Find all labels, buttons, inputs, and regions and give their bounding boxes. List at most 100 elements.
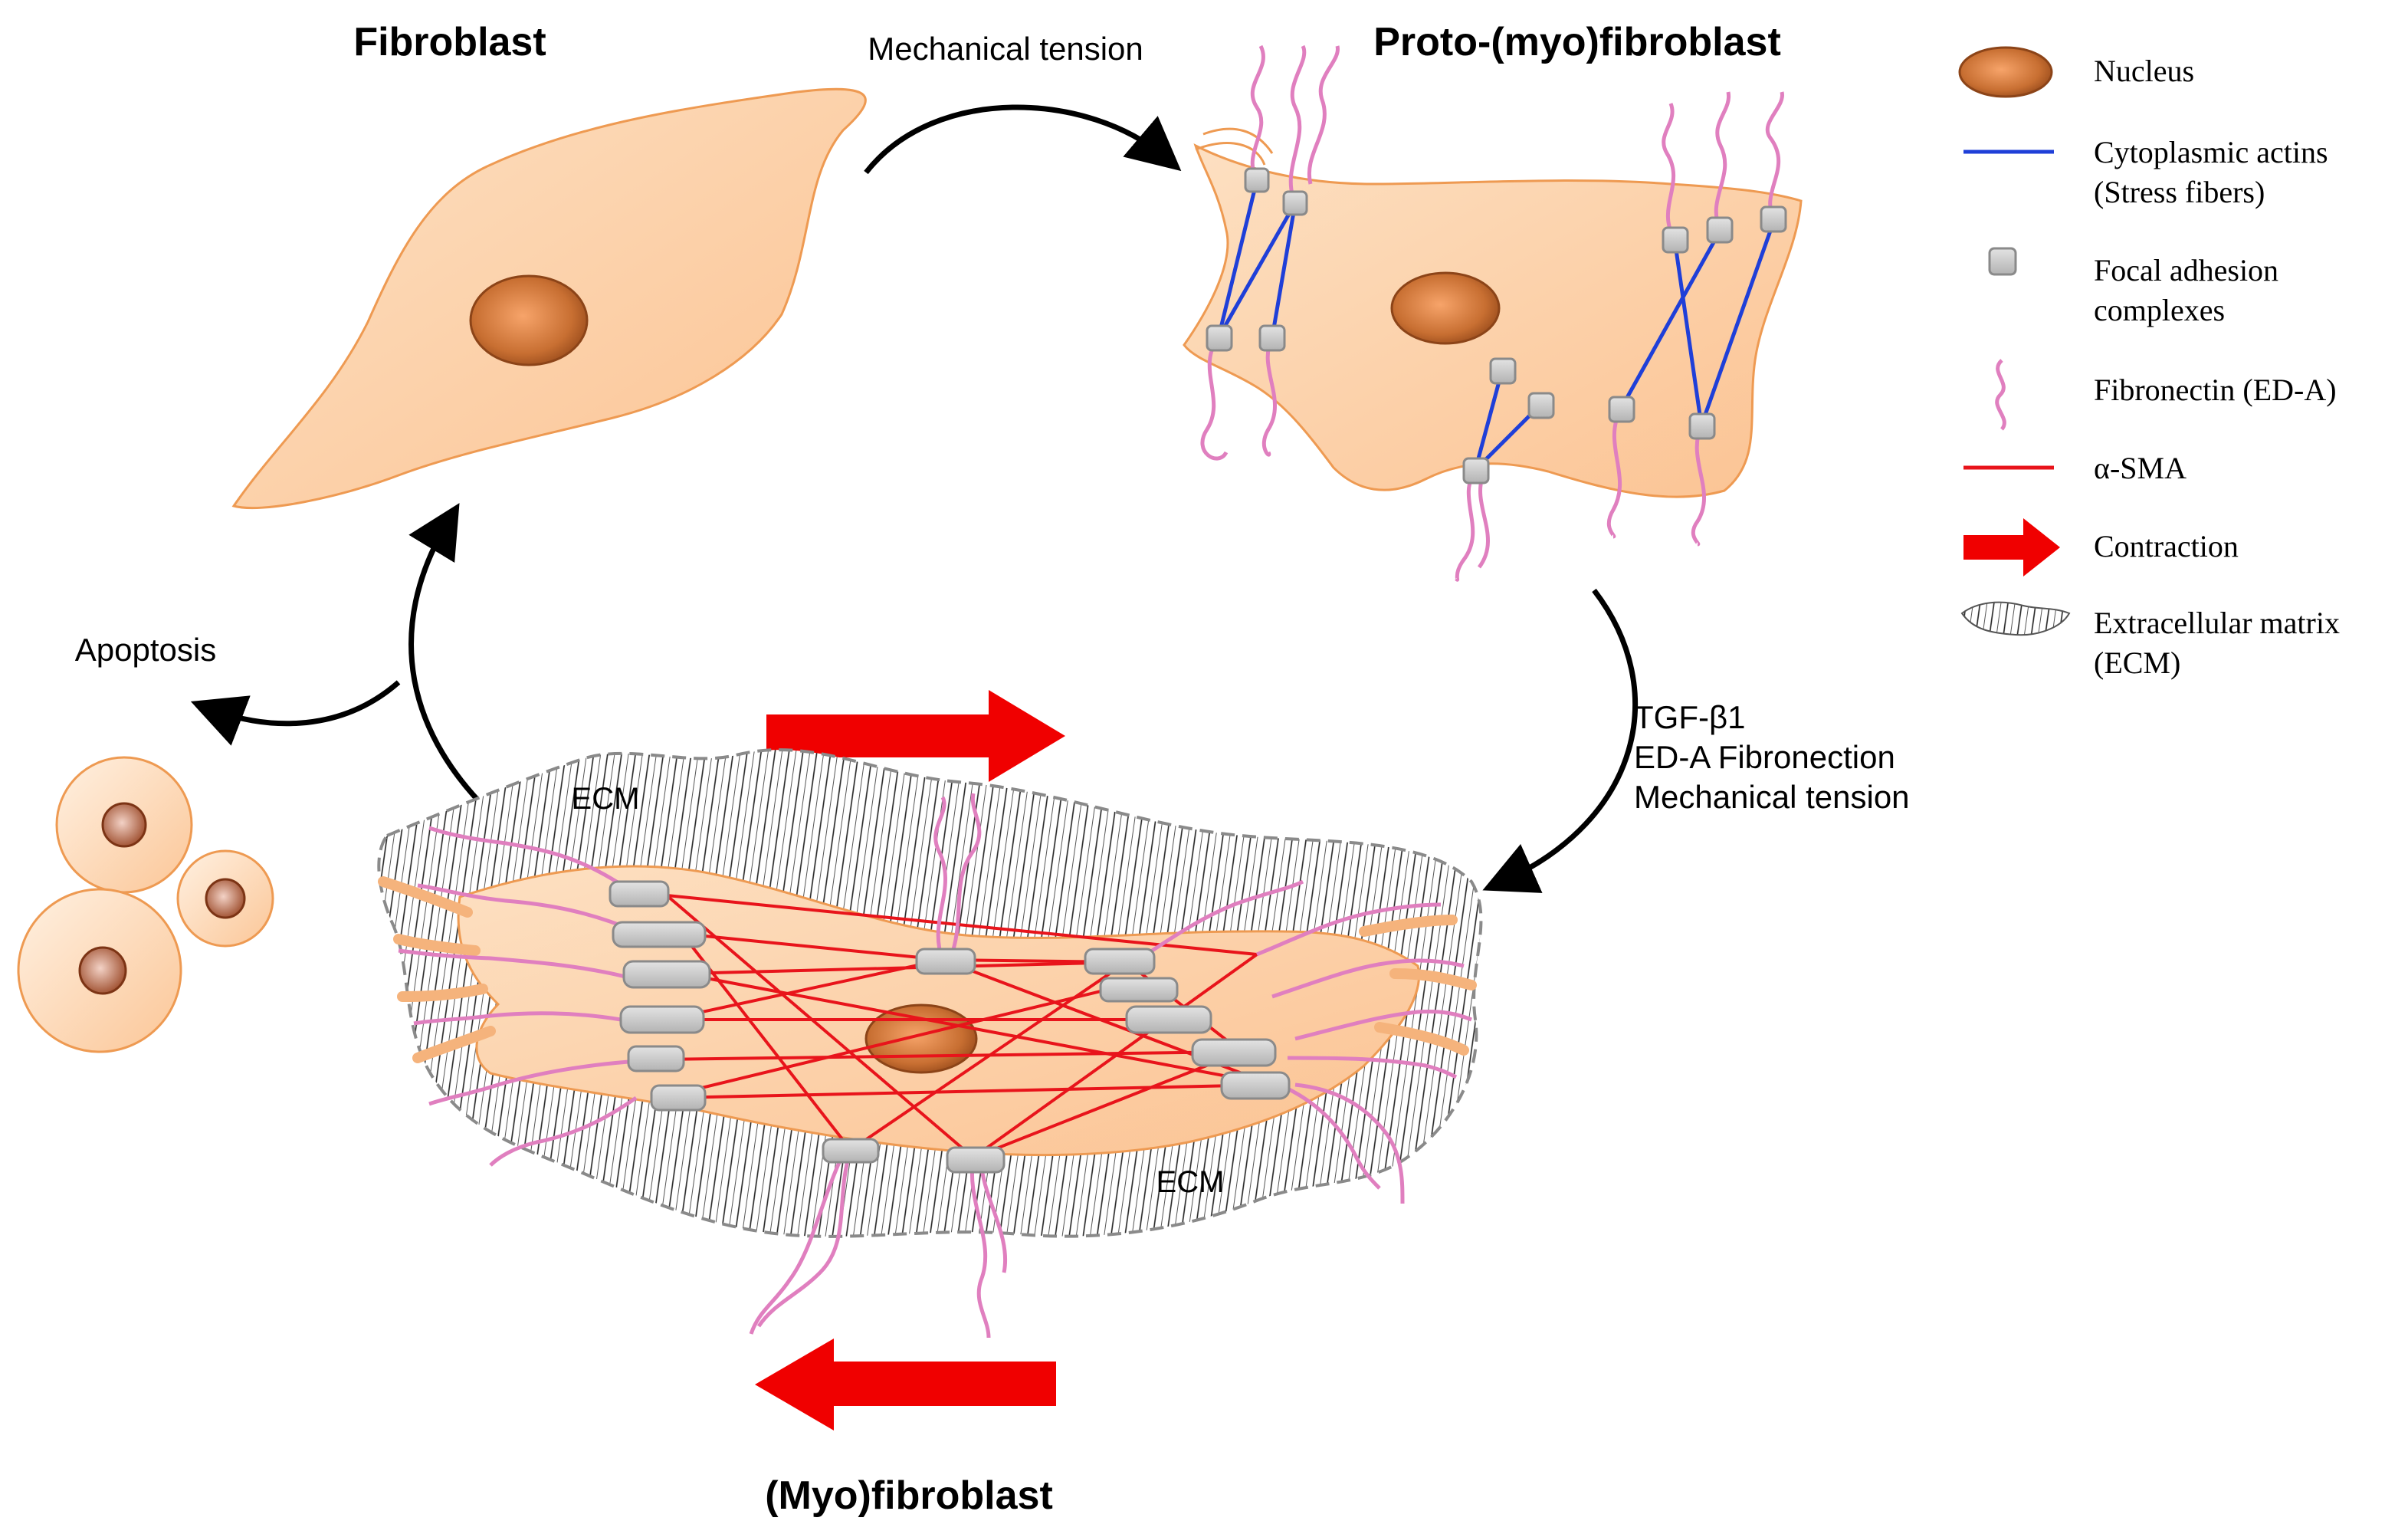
fibronectin-strand: [1200, 336, 1229, 461]
focal-adhesion: [1206, 324, 1233, 352]
apoptotic-cell: [176, 849, 274, 948]
focal-adhesion: [1244, 167, 1270, 193]
apoptotic-cell: [17, 888, 182, 1053]
apoptotic-cell: [55, 756, 193, 894]
fibronectin-strand: [1307, 45, 1340, 185]
focal-adhesion: [1099, 977, 1179, 1003]
proto-myofibroblast-cell: [1183, 44, 1803, 582]
arrow-to-myo: [1482, 588, 1638, 893]
legend-item-contraction: Contraction: [1963, 518, 2239, 576]
legend-label-fibronectin: Fibronectin (ED-A): [2094, 373, 2337, 407]
legend-item-focal: Focal adhesion complexes: [1988, 247, 2278, 327]
focal-adhesion: [1760, 205, 1787, 233]
fibronectin-strand: [1288, 44, 1307, 205]
proto-fibronectin: [1200, 44, 1784, 582]
focal-adhesion: [1527, 392, 1555, 419]
stress-fiber: [1672, 238, 1704, 426]
focal-adhesion: [622, 960, 711, 989]
focal-adhesion: [627, 1045, 685, 1072]
stimuli-label: TGF-β1 ED-A Fibronection Mechanical tens…: [1634, 699, 1910, 815]
myofibroblast-cell: ECM ECM: [377, 748, 1483, 1339]
fibronectin-strand: [1455, 468, 1478, 582]
contraction-arrow-icon: [1963, 518, 2060, 576]
focal-adhesion: [1662, 226, 1689, 254]
stress-fiber: [1699, 219, 1776, 426]
focal-adhesion: [1084, 948, 1156, 975]
legend-item-nucleus: Nucleus: [1958, 46, 2194, 98]
focal-adhesion: [1191, 1038, 1277, 1067]
focal-adhesion: [822, 1138, 880, 1164]
legend-item-actins: Cytoplasmic actins (Stress fibers): [1963, 135, 2328, 209]
proto-lamellipodium: [1202, 127, 1274, 154]
apoptotic-nucleus: [205, 878, 246, 919]
legend-label-contraction: Contraction: [2094, 529, 2239, 563]
stress-fiber: [1619, 228, 1723, 410]
arrow-to-fibroblast: [408, 503, 500, 823]
ecm-icon: [1960, 601, 2071, 636]
focal-adhesion: [650, 1084, 707, 1112]
legend-label-focal-1: Focal adhesion: [2094, 253, 2278, 287]
myo-focal-adhesions: [609, 880, 1291, 1174]
stress-fiber: [1216, 202, 1297, 339]
focal-adhesion: [1220, 1071, 1291, 1100]
legend-item-fibronectin: Fibronectin (ED-A): [1995, 359, 2337, 431]
fibroblast-cell: [231, 87, 867, 510]
focal-adhesion: [1282, 190, 1308, 216]
fibronectin-strand: [1714, 91, 1731, 232]
stress-fiber: [1216, 179, 1259, 338]
focal-adhesion: [609, 880, 670, 908]
focal-adhesion-icon: [1988, 247, 2017, 276]
legend-label-nucleus: Nucleus: [2094, 54, 2194, 88]
legend-label-ecm-1: Extracellular matrix: [2094, 606, 2340, 640]
focal-adhesion: [1258, 324, 1286, 352]
proto-focal-adhesions: [1206, 167, 1787, 485]
mechanical-tension-label: Mechanical tension: [868, 31, 1143, 67]
focal-adhesion: [1489, 357, 1517, 385]
apoptotic-cells: [17, 756, 274, 1053]
stress-fiber: [1473, 370, 1504, 471]
contraction-arrow-right: [766, 690, 1065, 782]
arrow-to-proto: [864, 104, 1182, 175]
legend-label-ecm-2: (ECM): [2094, 645, 2180, 680]
focal-adhesion: [1125, 1005, 1212, 1034]
focal-adhesion: [946, 1146, 1006, 1174]
proto-lamellipodium-2: [1195, 142, 1266, 166]
fibronectin-strand: [1691, 424, 1706, 547]
fibronectin-strand: [1606, 407, 1623, 539]
ecm-label-bottom: ECM: [1156, 1165, 1225, 1199]
legend-item-sma: α-SMA: [1963, 451, 2187, 485]
stimulus-tgf: TGF-β1: [1634, 699, 1745, 735]
proto-myofibroblast-title: Proto-(myo)fibroblast: [1373, 20, 1781, 64]
fibronectin-icon: [1995, 359, 2006, 431]
focal-adhesion: [1706, 216, 1734, 244]
legend-label-actins-2: (Stress fibers): [2094, 175, 2265, 209]
myo-filopodia: [378, 876, 1477, 1063]
proto-nucleus: [1390, 271, 1501, 345]
stimulus-mechanical: Mechanical tension: [1634, 779, 1910, 815]
focal-adhesion: [1462, 457, 1490, 485]
legend: Nucleus Cytoplasmic actins (Stress fiber…: [1958, 46, 2340, 680]
ecm-label-top: ECM: [572, 782, 640, 816]
focal-adhesion: [915, 948, 976, 975]
fibronectin-strand: [1662, 103, 1677, 241]
apoptotic-nucleus: [78, 946, 127, 995]
myofibroblast-title: (Myo)fibroblast: [765, 1473, 1053, 1518]
arrow-to-apoptosis: [190, 680, 401, 746]
focal-adhesion: [1688, 412, 1716, 440]
stimulus-eda: ED-A Fibronection: [1634, 739, 1895, 775]
fibroblast-title: Fibroblast: [353, 20, 546, 64]
legend-item-ecm: Extracellular matrix (ECM): [1960, 601, 2340, 680]
myo-fibronectin: [398, 793, 1472, 1339]
focal-adhesion: [1608, 396, 1635, 423]
legend-label-actins-1: Cytoplasmic actins: [2094, 135, 2328, 169]
apoptosis-label: Apoptosis: [75, 632, 216, 668]
fibronectin-strand: [1250, 44, 1265, 182]
fibroblast-nucleus: [469, 274, 589, 366]
focal-adhesion: [619, 1005, 705, 1034]
fibronectin-strand: [1261, 336, 1277, 457]
contraction-arrow-left: [755, 1339, 1056, 1431]
fibronectin-strand: [1765, 91, 1784, 222]
apoptotic-nucleus: [101, 802, 147, 848]
stress-fiber: [1270, 202, 1297, 338]
